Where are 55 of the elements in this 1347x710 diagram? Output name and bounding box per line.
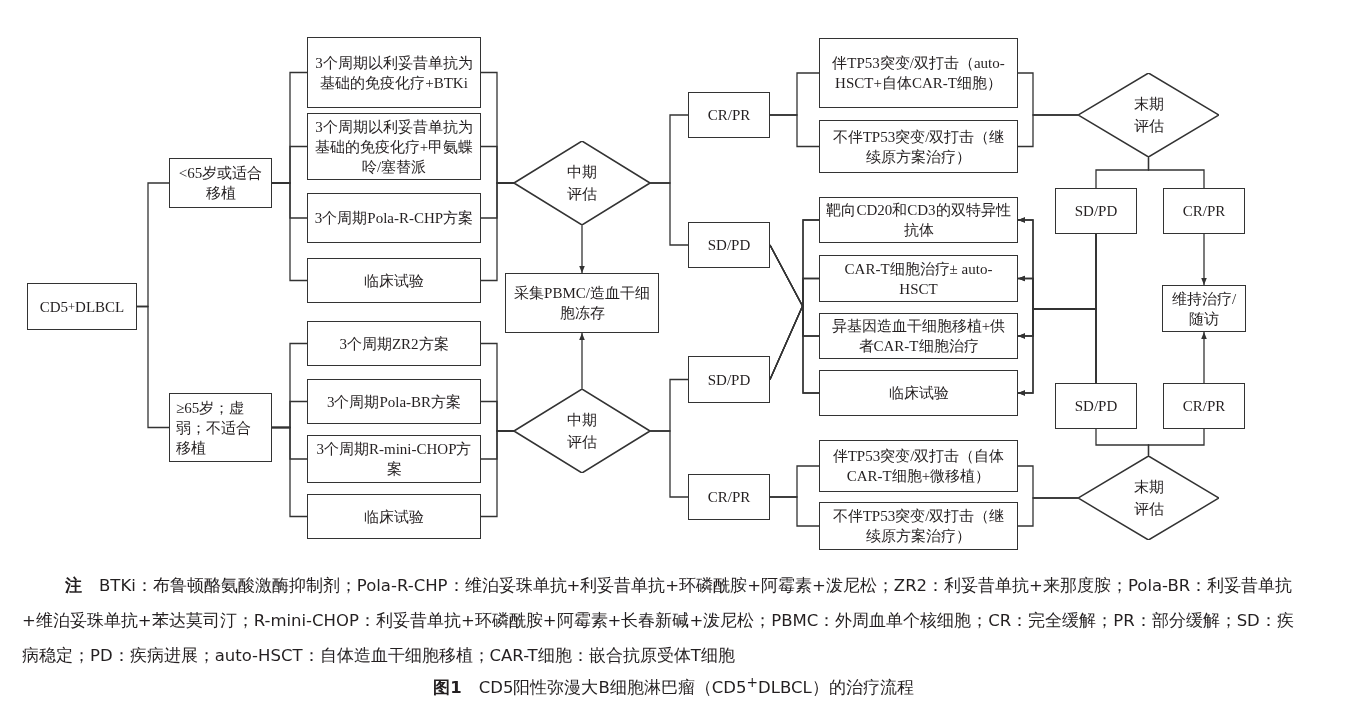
connector-line: [649, 430, 689, 498]
decision-diamond: [1078, 456, 1219, 540]
process-box: 3个周期ZR2方案: [307, 321, 481, 366]
connector-line: [769, 114, 820, 148]
decision-diamond: [514, 141, 650, 225]
connector-line: [136, 305, 170, 429]
process-box: 维持治疗/随访: [1162, 285, 1246, 332]
connector-line: [480, 430, 515, 518]
connector-line: [1017, 114, 1079, 148]
figure-caption: 图1 CD5阳性弥漫大B细胞淋巴瘤（CD5$^{+}$DLBCL）的治疗流程: [433, 677, 914, 697]
connector-line: [271, 182, 308, 282]
process-box: 伴TP53突变/双打击（自体CAR-T细胞+微移植）: [819, 440, 1018, 492]
process-box: 3个周期以利妥昔单抗为基础的免疫化疗+BTKi: [307, 37, 481, 108]
decision-diamond: [514, 389, 650, 473]
process-box: 临床试验: [307, 494, 481, 539]
process-box: <65岁或适合移植: [169, 158, 272, 208]
arrow: [1201, 233, 1207, 286]
arrow: [579, 332, 585, 390]
connector-line: [1147, 428, 1205, 457]
process-box: SD/PD: [688, 356, 770, 403]
diamond-label: 中期评估: [566, 163, 598, 204]
process-box: 3个周期Pola-R-CHP方案: [307, 193, 481, 243]
process-box: SD/PD: [1055, 383, 1137, 429]
arrow: [579, 224, 585, 274]
process-box: 临床试验: [307, 258, 481, 303]
process-box: CR/PR: [688, 474, 770, 520]
process-box: SD/PD: [688, 222, 770, 268]
process-box: 采集PBMC/造血干细胞冻存: [505, 273, 659, 333]
process-box: 不伴TP53突变/双打击（继续原方案治疗）: [819, 120, 1018, 173]
connector-line: [1017, 497, 1079, 527]
connector-line: [1147, 156, 1205, 189]
connector-line: [769, 496, 820, 527]
process-box: 不伴TP53突变/双打击（继续原方案治疗）: [819, 502, 1018, 550]
decision-diamond: [1078, 73, 1219, 157]
process-box: 3个周期Pola-BR方案: [307, 379, 481, 424]
process-box: 临床试验: [819, 370, 1018, 416]
note-text: 注 BTKi：布鲁顿酪氨酸激酶抑制剂；Pola-R-CHP：维泊妥珠单抗+利妥昔单抗+环磷酰胺+阿霉素+泼尼松；ZR2：利妥昔单抗+来那度胺；Pola-BR：利妥昔单抗+维泊妥珠单抗+苯达莫司汀；R-mini-CHOP：利妥昔单抗+环磷酰胺+阿霉素+长春新碱+泼尼松；PBMC：外周血单个核细胞；CR：完全缓解；PR：部分缓解；SD：疾病稳定；PD：疾病进展；auto-HSCT：自体造血干细胞移植；CAR-T细胞：嵌合抗原受体T细胞: [22, 575, 1295, 667]
process-box: 3个周期R-mini-CHOP方案: [307, 435, 481, 483]
process-box: 伴TP53突变/双打击（auto-HSCT+自体CAR-T细胞）: [819, 38, 1018, 108]
connector-line: [480, 182, 515, 282]
process-box: CAR-T细胞治疗± auto-HSCT: [819, 255, 1018, 302]
connector-line: [271, 426, 308, 518]
process-box: CR/PR: [1163, 383, 1245, 429]
process-box: SD/PD: [1055, 188, 1137, 234]
process-box: 靶向CD20和CD3的双特异性抗体: [819, 197, 1018, 243]
process-box: 异基因造血干细胞移植+供者CAR-T细胞治疗: [819, 313, 1018, 359]
diamond-label: 中期评估: [566, 411, 598, 452]
diamond-label: 末期评估: [1132, 478, 1165, 519]
diamond-label: 末期评估: [1132, 95, 1165, 136]
process-box: ≥65岁；虚弱；不适合移植: [169, 393, 272, 462]
connector-line: [649, 182, 689, 246]
arrow: [1201, 331, 1207, 384]
process-box: CR/PR: [1163, 188, 1245, 234]
process-box: CR/PR: [688, 92, 770, 138]
process-box: 3个周期以利妥昔单抗为基础的免疫化疗+甲氨蝶呤/塞替派: [307, 113, 481, 180]
